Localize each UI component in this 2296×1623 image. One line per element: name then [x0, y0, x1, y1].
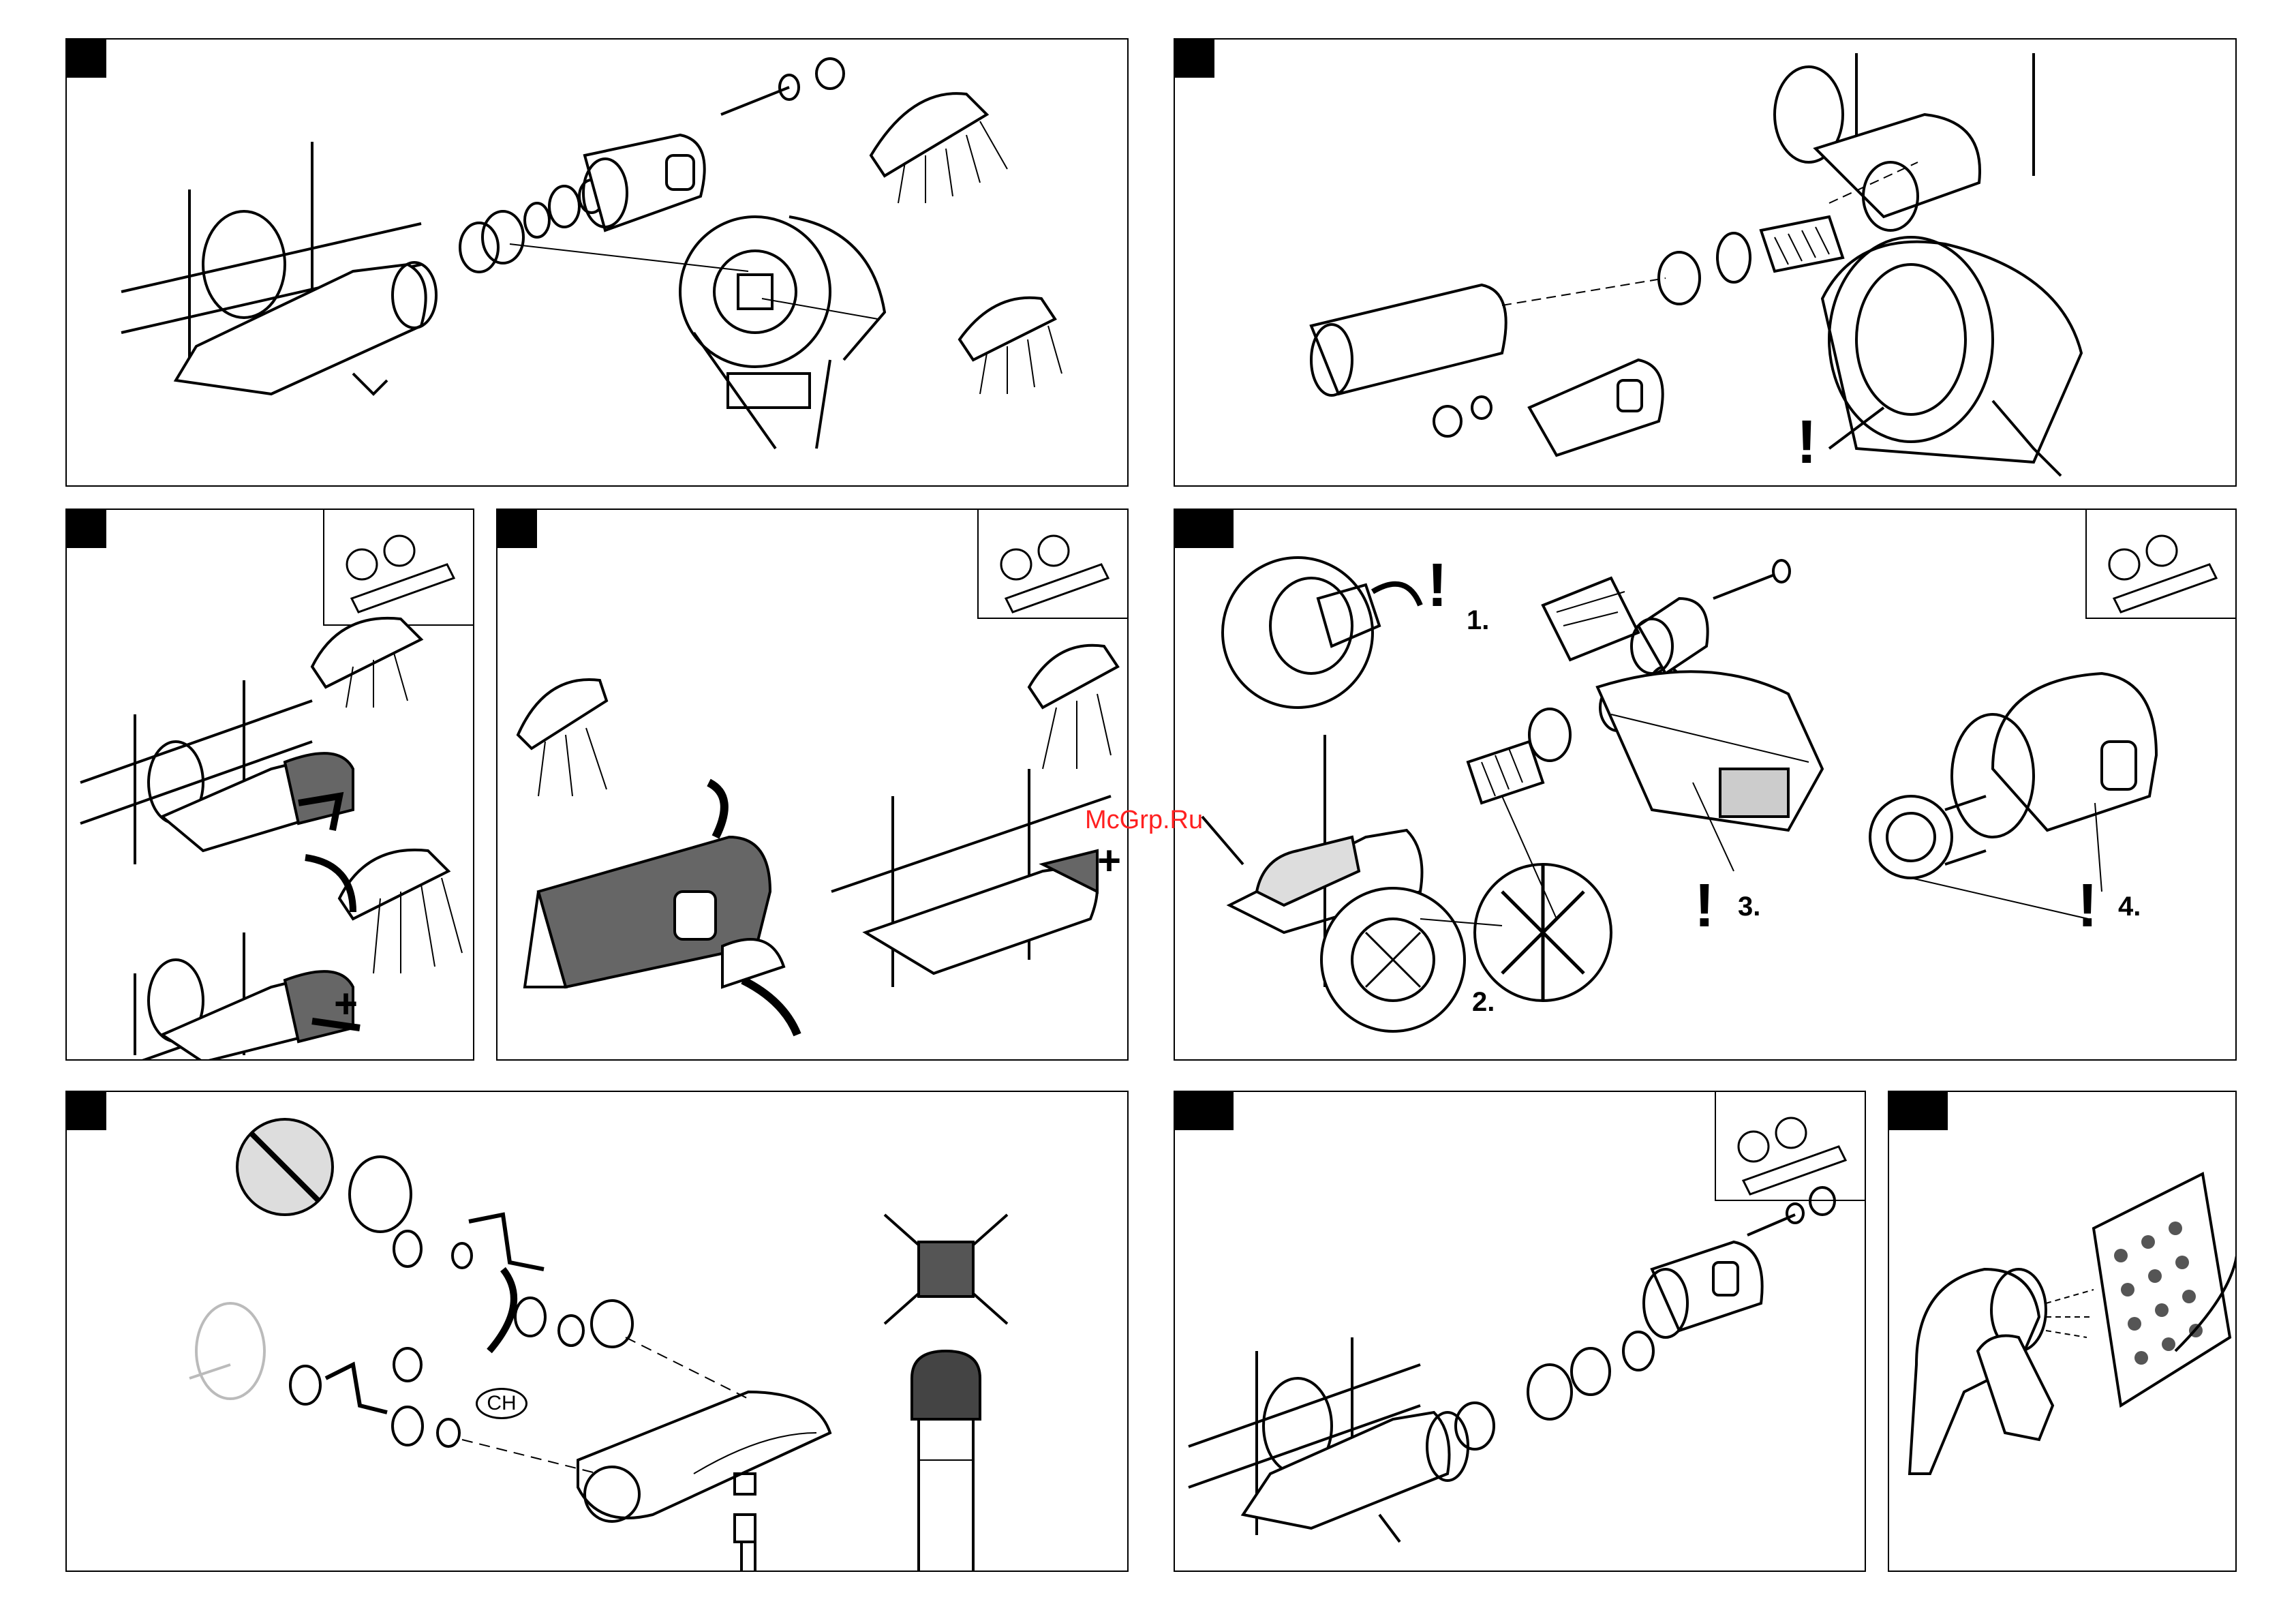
step-1-label: 1.: [1467, 605, 1489, 636]
temperature-adjust-drawing: [67, 510, 474, 1061]
country-code-badge: CH: [476, 1388, 527, 1419]
cartridge-maintenance-drawing: [1175, 510, 2237, 1061]
panel-handle-reassembly: [1174, 1091, 1866, 1572]
warning-mark: !: [1796, 408, 1817, 478]
panel-cartridge-exploded: !: [1174, 38, 2237, 487]
step-2-label: 2.: [1472, 987, 1495, 1018]
warning-mark-3: !: [1694, 871, 1715, 941]
panel-cartridge-maintenance: ! 1. 2. ! 3. ! 4.: [1174, 509, 2237, 1061]
panel-temperature-adjust: +: [65, 509, 474, 1061]
panel-shower-head-cleaning: [1888, 1091, 2237, 1572]
panel-connection-setup: CH: [65, 1091, 1129, 1572]
cartridge-exploded-drawing: [1175, 40, 2237, 487]
shower-head-cleaning-drawing: [1889, 1092, 2237, 1572]
step-3-label: 3.: [1738, 892, 1760, 922]
warning-mark-1: !: [1427, 551, 1448, 621]
increase-symbol: +: [334, 980, 358, 1027]
panel-temperature-handle: +: [496, 509, 1129, 1061]
handle-exploded-drawing: [67, 40, 1129, 487]
watermark: McGrp.Ru: [1085, 806, 1203, 835]
warning-mark-4: !: [2077, 871, 2098, 941]
connection-setup-drawing: [67, 1092, 1129, 1572]
temperature-handle-drawing: [498, 510, 1129, 1061]
handle-reassembly-drawing: [1175, 1092, 1866, 1572]
increase-symbol: +: [1097, 837, 1121, 884]
step-4-label: 4.: [2118, 892, 2141, 922]
panel-handle-disassembly: [65, 38, 1129, 487]
